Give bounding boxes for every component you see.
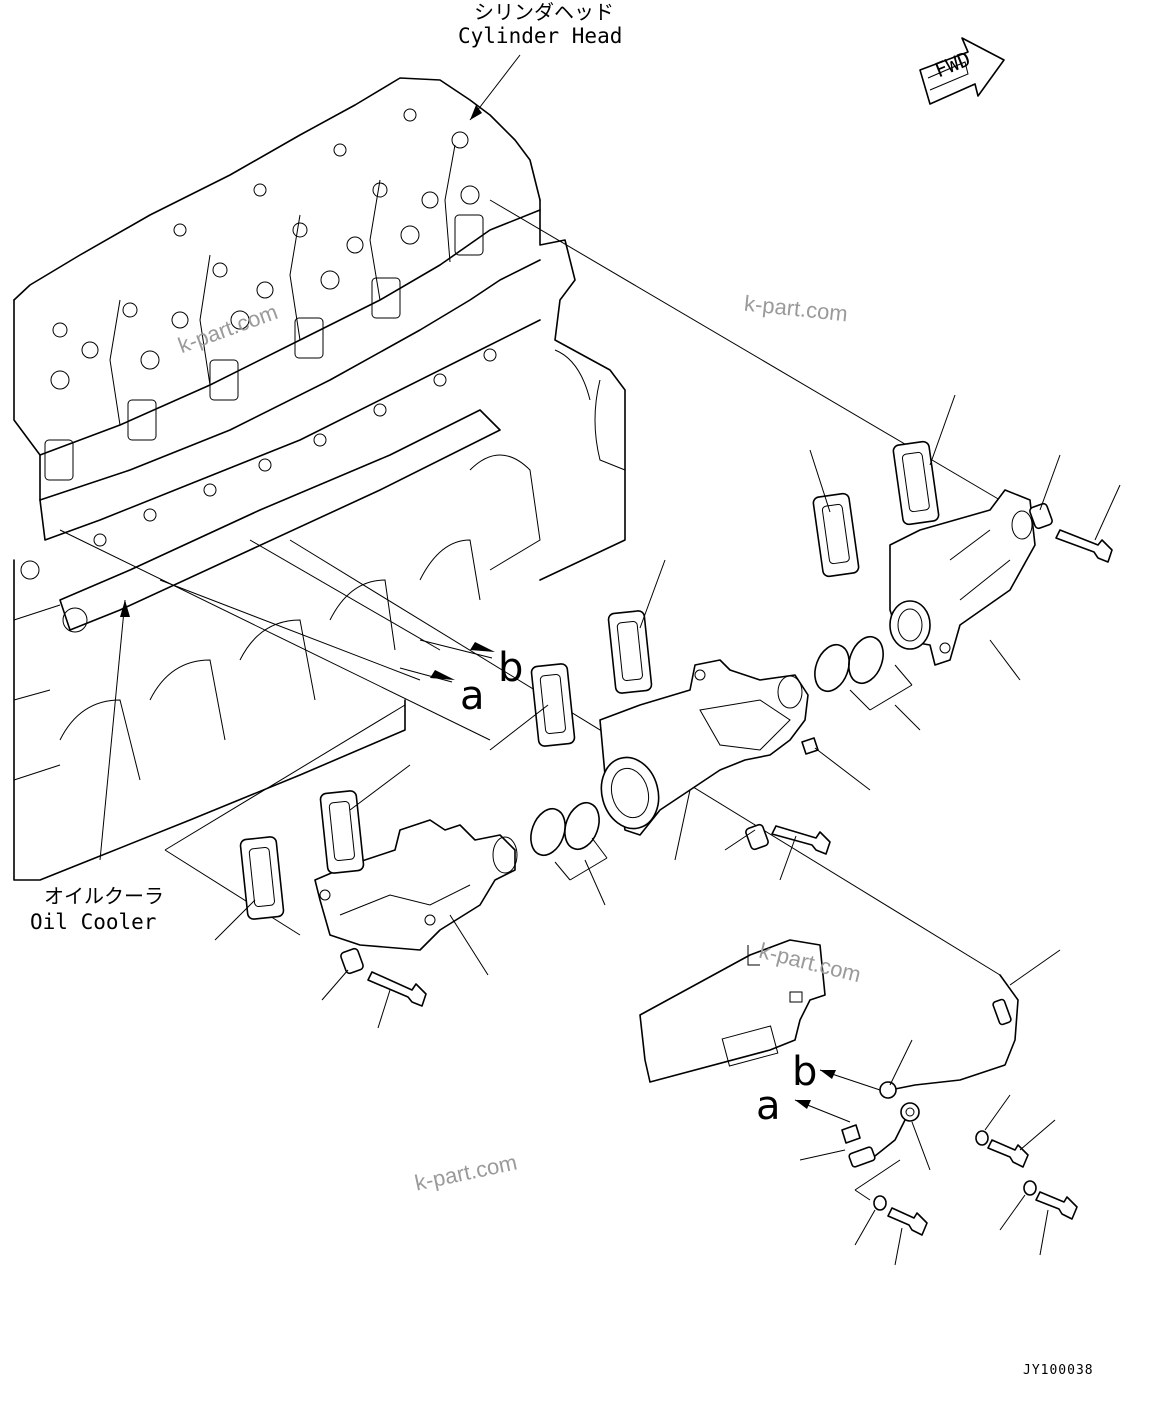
callout-b-lower: b [792,1049,818,1095]
bolt-top-right [1055,529,1113,563]
rear-exhaust-manifold [889,489,1036,666]
part-leader-lines [214,394,1121,1266]
bolt-bottom-3 [887,1207,928,1236]
spacer-top-right [1029,502,1053,530]
bolt-bottom-2 [1035,1191,1078,1220]
engine-cylinder-head [13,77,626,881]
bolt-center [771,825,831,855]
fwd-arrow-icon [919,37,1005,105]
plug-center [801,737,819,755]
gasket-front-2 [319,790,365,874]
seal-rings-middle [530,801,608,881]
oil-cooler-label-jp: オイルクーラ [44,884,164,908]
seal-rings-upper [814,635,913,711]
washer-bottom-2 [1023,1180,1037,1196]
gasket-upper-right-1 [812,492,860,578]
center-exhaust-manifold [599,659,809,836]
oil-cooler-label-en: Oil Cooler [30,910,157,934]
spacer-center [745,823,769,851]
front-exhaust-manifold [314,819,518,951]
bolt-front [367,971,427,1007]
callout-a-lower: a [756,1083,781,1129]
callout-b-upper: b [498,645,524,691]
cylinder-head-label-jp: シリンダヘッド [474,0,614,24]
gasket-center-1 [530,663,576,747]
spacer-front [340,947,364,975]
bolt-bottom-1 [987,1139,1029,1168]
gasket-front-1 [239,836,285,920]
callout-a-upper: a [460,673,485,719]
bracket-plate [639,939,826,1083]
engine-leader-lines [99,54,521,861]
bracket-arrows [794,1069,881,1123]
gasket-upper-right-2 [892,440,940,526]
drawing-code: JY100038 [1023,1363,1094,1378]
temperature-sensor-harness [841,974,1019,1168]
cylinder-head-label-en: Cylinder Head [458,24,623,48]
washer-bottom-1 [975,1130,989,1146]
gasket-center-2 [607,610,653,694]
washer-bottom-3 [873,1195,887,1211]
